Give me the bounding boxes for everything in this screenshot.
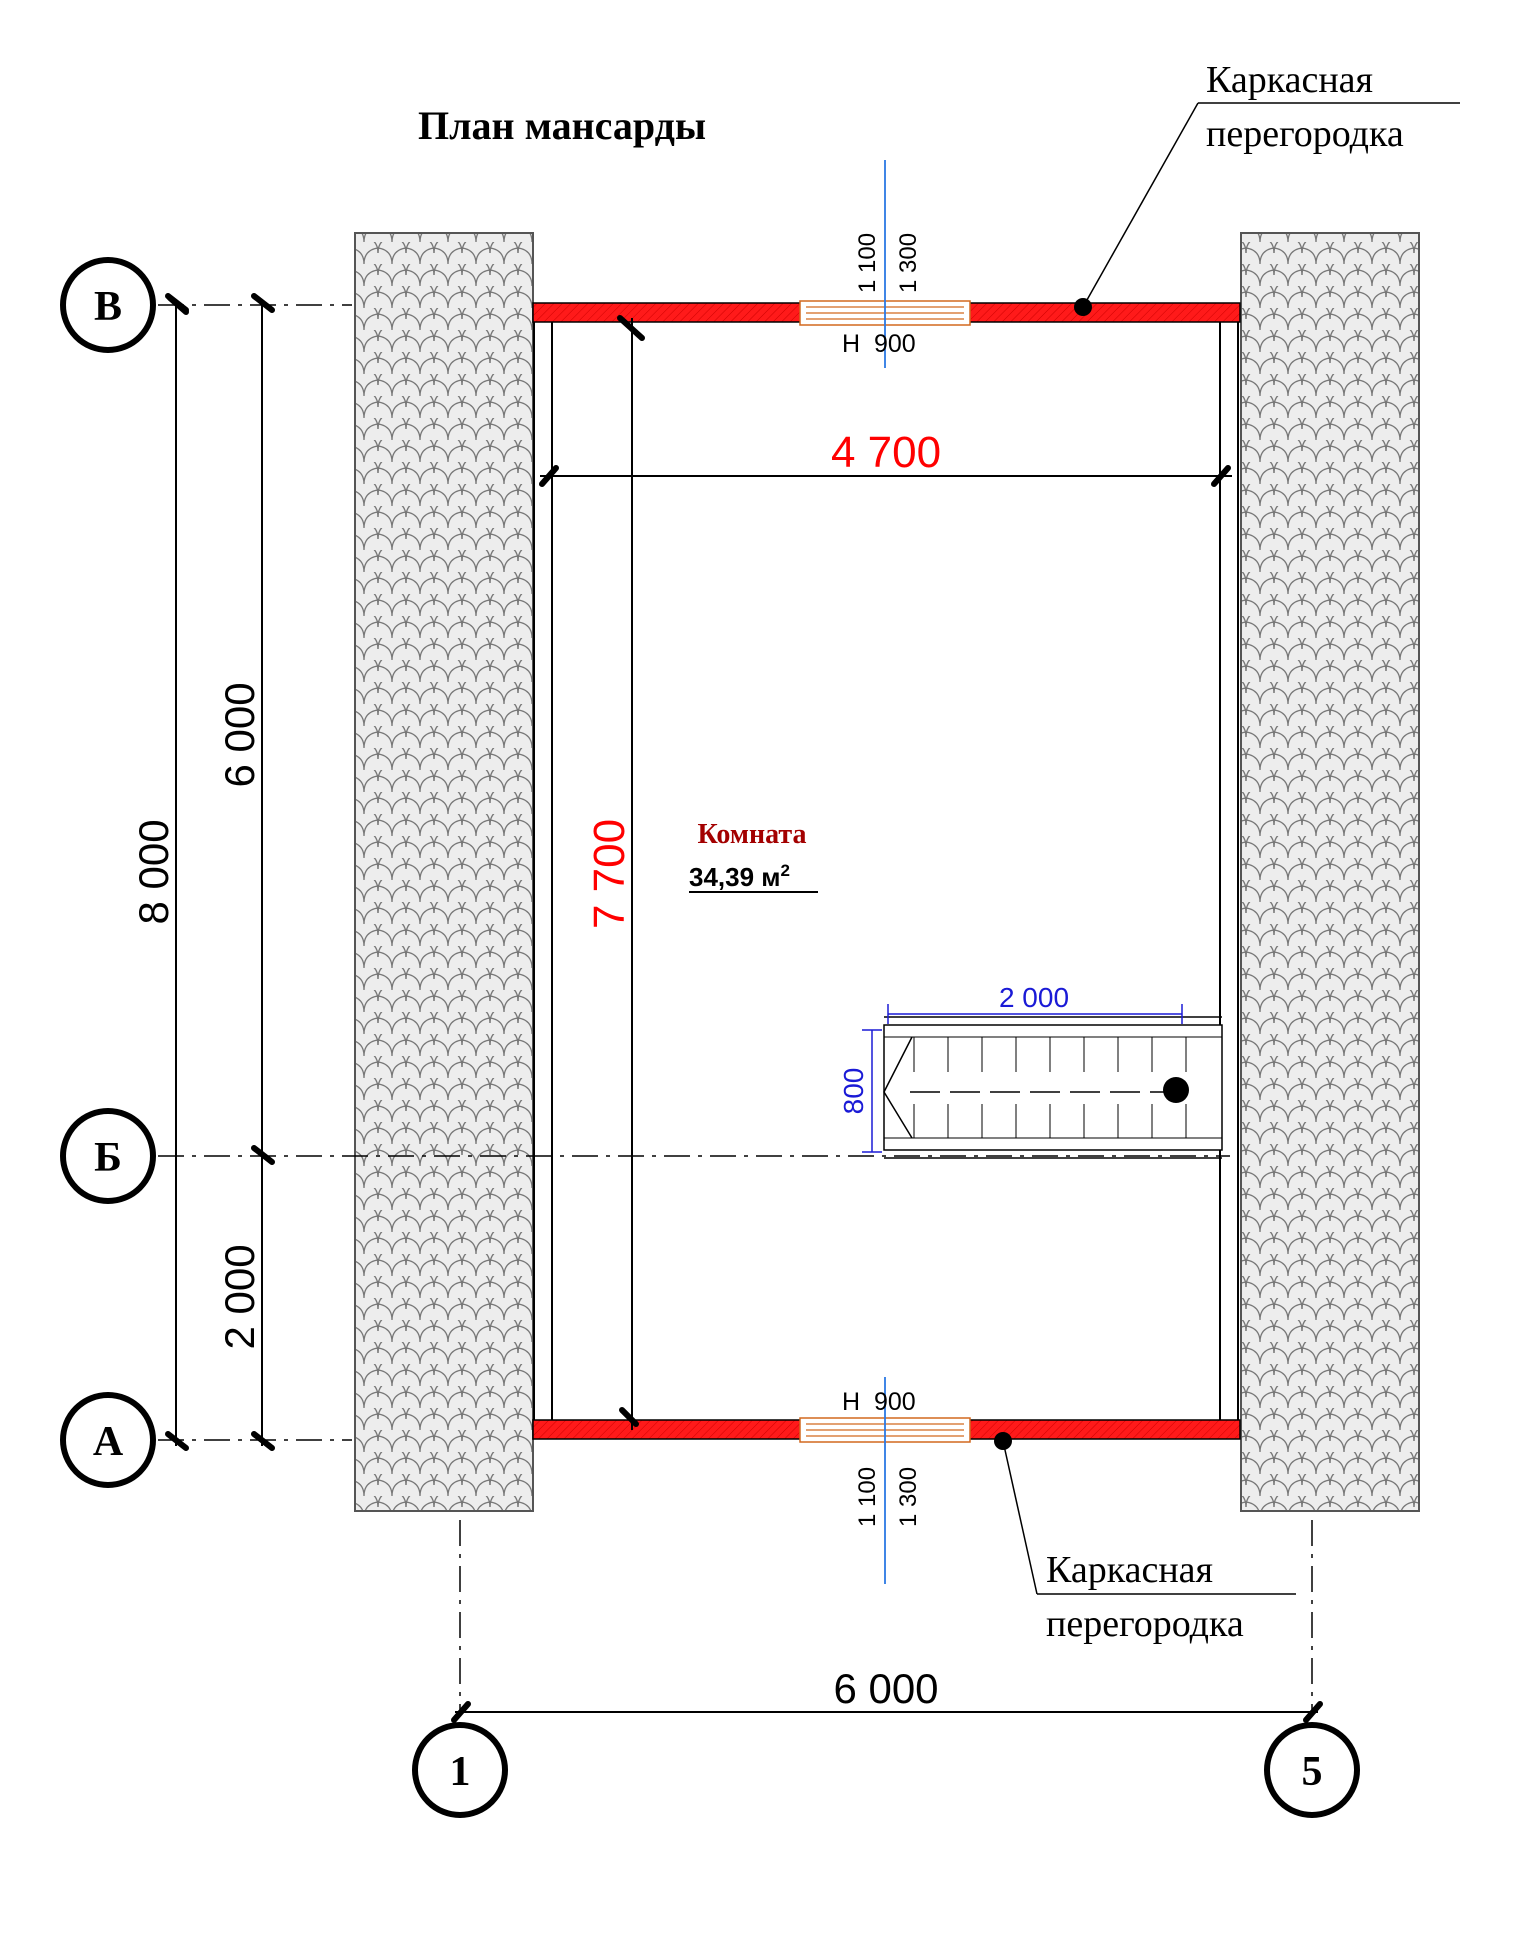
dim-tick [251,293,275,313]
dim-tick [165,1431,189,1451]
axis-label-b: Б [94,1135,122,1181]
axis-bubble-v: В [60,257,156,353]
top-window-sill: Н 900 [842,330,916,358]
room-area-unit-sup: 2 [781,861,790,880]
stair-width: 800 [838,1068,869,1115]
dim-tick [451,1701,471,1723]
dim-tick [167,295,189,315]
stair-treads [913,1037,1187,1138]
axis-bubble-5: 5 [1264,1722,1360,1818]
dim-tick [251,1145,275,1165]
dim-height-upper: 6 000 [216,682,263,787]
axis-bubble-a: А [60,1392,156,1488]
dim-inner-height: 7 700 [585,819,634,929]
top-window-width: 1 100 [854,233,881,293]
stair-length: 2 000 [999,982,1069,1013]
room-area-value: 34,39 м [689,862,781,892]
stair-end-dot [1163,1077,1189,1103]
leader-bottom-line2: перегородка [1046,1603,1244,1645]
dim-tick [1211,465,1231,487]
plan-title: План мансарды [418,103,706,148]
leader-line-top [1082,102,1199,308]
dim-tick [539,465,559,487]
axis-bubble-1: 1 [412,1722,508,1818]
axis-label-a: А [93,1419,124,1465]
axis-label-v: В [94,284,122,330]
bottom-window-width: 1 100 [854,1467,881,1527]
axis-bubble-b: Б [60,1108,156,1204]
leader-bottom-line1: Каркасная [1046,1549,1213,1591]
dim-total-width: 6 000 [833,1665,938,1712]
left-roof-slope [354,232,534,1512]
dim-inner-width: 4 700 [831,428,941,477]
dim-tick [617,315,645,341]
dim-total-height: 8 000 [130,819,177,924]
dim-tick [619,1407,639,1427]
bottom-window-width-2: 1 300 [895,1467,922,1527]
leader-line-bottom [1002,1440,1038,1595]
right-roof-slope [1240,232,1420,1512]
axis-label-1: 1 [450,1749,471,1795]
dim-tick [1303,1701,1323,1723]
room-area: 34,39 м2 [689,861,790,892]
leader-top-line2: перегородка [1206,113,1404,155]
axis-label-5: 5 [1302,1749,1323,1795]
room-name: Комната [698,819,807,850]
dim-height-lower: 2 000 [216,1244,263,1349]
dim-tick [251,1431,275,1451]
top-window-width-2: 1 300 [895,233,922,293]
leader-top-line1: Каркасная [1206,59,1373,101]
bottom-window-sill: Н 900 [842,1388,916,1416]
